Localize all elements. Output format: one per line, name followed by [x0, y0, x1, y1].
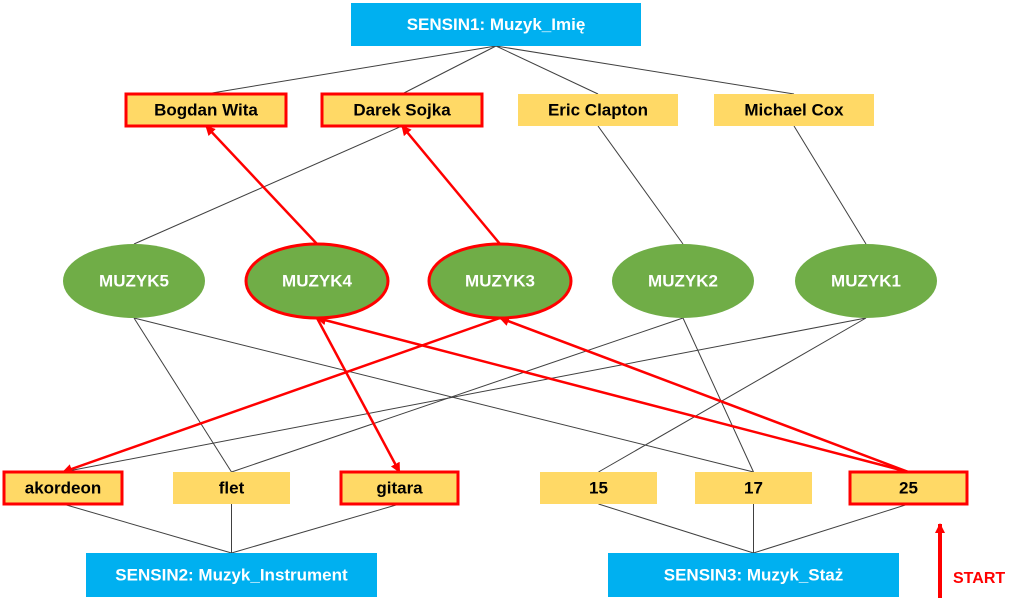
- value-box-michael: [714, 94, 874, 126]
- edge-s1-michael: [495, 45, 795, 95]
- muzyk-node-m4: [244, 242, 390, 320]
- node-label-m5: MUZYK5: [99, 272, 169, 291]
- edge-s3-v25: [753, 503, 909, 554]
- value-box-flet: [173, 472, 290, 504]
- node-label-s3: SENSIN3: Muzyk_Staż: [664, 566, 844, 585]
- start-indicator: START: [935, 523, 1005, 598]
- sensin-box-s3: [608, 553, 899, 597]
- node-label-v15: 15: [589, 479, 608, 498]
- node-label-akordeon: akordeon: [25, 479, 102, 498]
- edge-s1-darek: [401, 45, 497, 95]
- activation-arrow-m4-gitara: [315, 317, 401, 473]
- node-label-m4: MUZYK4: [282, 272, 352, 291]
- edge-m5-flet: [133, 317, 232, 473]
- edges-layer: [62, 45, 909, 554]
- value-box-akordeon: [2, 470, 124, 506]
- edge-s3-v15: [598, 503, 754, 554]
- value-box-gitara: [339, 470, 460, 506]
- edge-s1-eric: [495, 45, 599, 95]
- value-box-darek: [320, 92, 484, 128]
- node-label-michael: Michael Cox: [744, 101, 844, 120]
- edge-m5-v17: [133, 317, 754, 473]
- edge-s2-akordeon: [62, 503, 232, 554]
- value-box-bogdan: [124, 92, 288, 128]
- muzyk-node-m2: [612, 244, 754, 318]
- node-label-darek: Darek Sojka: [353, 101, 451, 120]
- activation-arrow-v25-m4: [316, 315, 909, 474]
- node-label-flet: flet: [219, 479, 245, 498]
- edge-s1-bogdan: [205, 45, 497, 95]
- node-label-gitara: gitara: [376, 479, 423, 498]
- muzyk-node-m5: [63, 244, 205, 318]
- activation-arrow-m4-bogdan: [205, 125, 318, 245]
- activation-arrow-m3-darek: [401, 125, 501, 245]
- edge-s2-gitara: [231, 503, 400, 554]
- edge-m2-v17: [682, 317, 754, 473]
- node-label-v17: 17: [744, 479, 763, 498]
- activation-arrow-v25-m3: [499, 316, 909, 474]
- muzyk-node-m3: [427, 242, 573, 320]
- edge-eric-m2: [597, 125, 684, 245]
- value-box-v15: [540, 472, 657, 504]
- edge-michael-m1: [793, 125, 867, 245]
- node-label-m1: MUZYK1: [831, 272, 901, 291]
- node-label-v25: 25: [899, 479, 918, 498]
- node-label-m2: MUZYK2: [648, 272, 718, 291]
- activation-arrows-layer: [62, 125, 909, 474]
- node-label-bogdan: Bogdan Wita: [154, 101, 258, 120]
- value-box-v25: [848, 470, 969, 506]
- edge-darek-m5: [133, 125, 403, 245]
- activation-arrow-m3-akordeon: [62, 316, 501, 474]
- start-label: START: [953, 570, 1005, 587]
- sensin-box-s1: [351, 3, 641, 46]
- muzyk-node-m1: [795, 244, 937, 318]
- node-label-s2: SENSIN2: Muzyk_Instrument: [115, 566, 348, 585]
- node-label-s1: SENSIN1: Muzyk_Imię: [407, 15, 586, 34]
- node-label-eric: Eric Clapton: [548, 101, 648, 120]
- sensin-box-s2: [86, 553, 377, 597]
- edge-m1-v15: [598, 317, 867, 473]
- edge-m1-akordeon: [62, 317, 867, 473]
- value-box-eric: [518, 94, 678, 126]
- node-label-m3: MUZYK3: [465, 272, 535, 291]
- value-box-v17: [695, 472, 812, 504]
- edge-m2-flet: [231, 317, 684, 473]
